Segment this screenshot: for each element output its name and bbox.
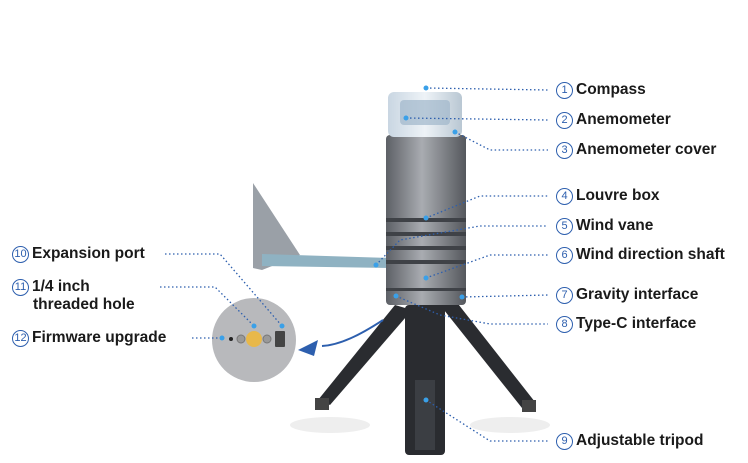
bottom-inset [212, 298, 384, 382]
adjustable-tripod [315, 300, 536, 455]
shadow [290, 417, 370, 433]
main-body [386, 92, 466, 305]
anemometer [400, 100, 450, 125]
leader-dots [219, 85, 465, 403]
shadow [470, 417, 550, 433]
leader-lines [160, 87, 549, 442]
wind-vane [253, 183, 392, 270]
